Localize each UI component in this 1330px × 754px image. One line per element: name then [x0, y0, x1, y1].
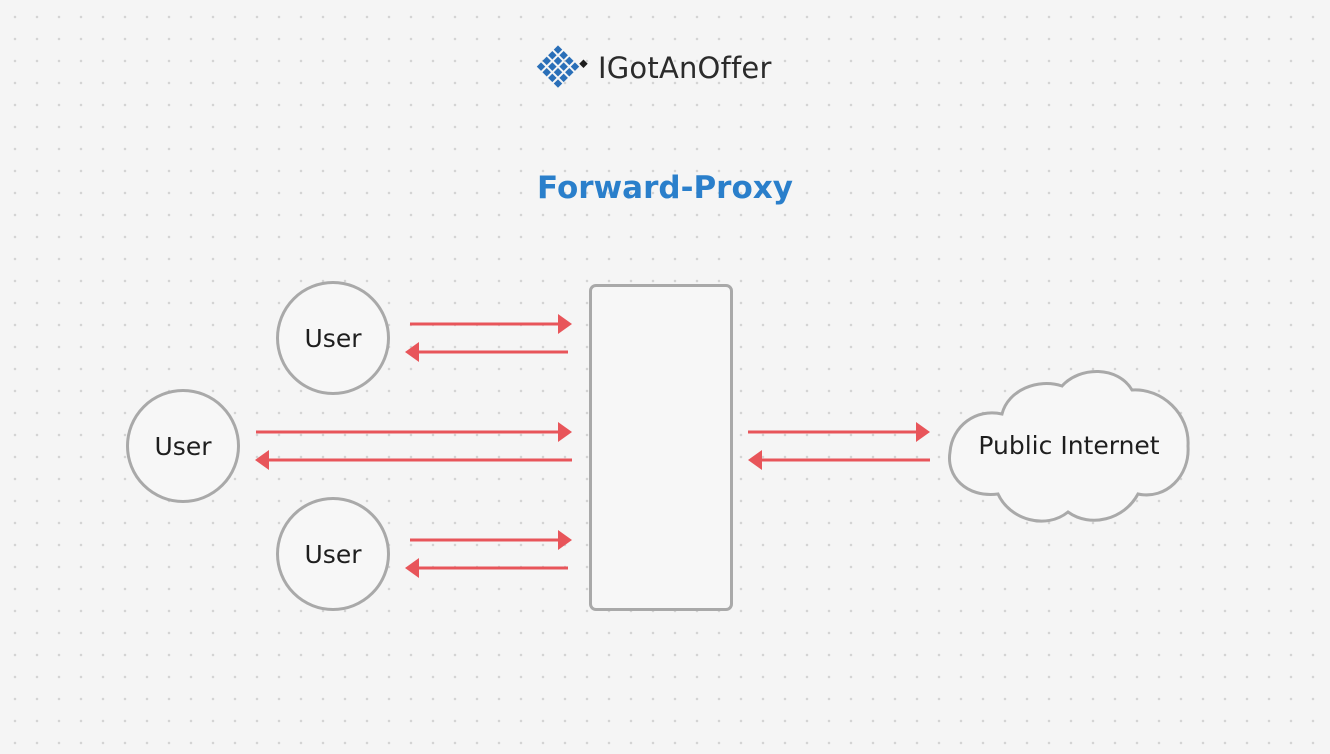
user-node-label: User: [304, 539, 362, 569]
arrowhead-icon: [748, 450, 762, 470]
arrowhead-icon: [558, 422, 572, 442]
user-node-middle: User: [126, 389, 240, 503]
arrowhead-icon: [255, 450, 269, 470]
user-node-label: User: [304, 323, 362, 353]
arrowhead-icon: [558, 530, 572, 550]
arrowhead-icon: [405, 342, 419, 362]
user-node-top: User: [276, 281, 390, 395]
diamond-grid-logo-icon: [536, 45, 588, 88]
cloud-icon: [948, 370, 1190, 523]
public-internet-label: Public Internet: [978, 431, 1160, 460]
user-node-bottom: User: [276, 497, 390, 611]
logo: IGotAnOffer: [528, 38, 772, 98]
logo-text: IGotAnOffer: [598, 51, 772, 85]
proxy-server-box: [589, 284, 733, 611]
diagram-title: Forward-Proxy: [537, 170, 793, 206]
user-node-label: User: [154, 431, 212, 461]
arrowhead-icon: [405, 558, 419, 578]
arrowhead-icon: [916, 422, 930, 442]
arrowhead-icon: [558, 314, 572, 334]
